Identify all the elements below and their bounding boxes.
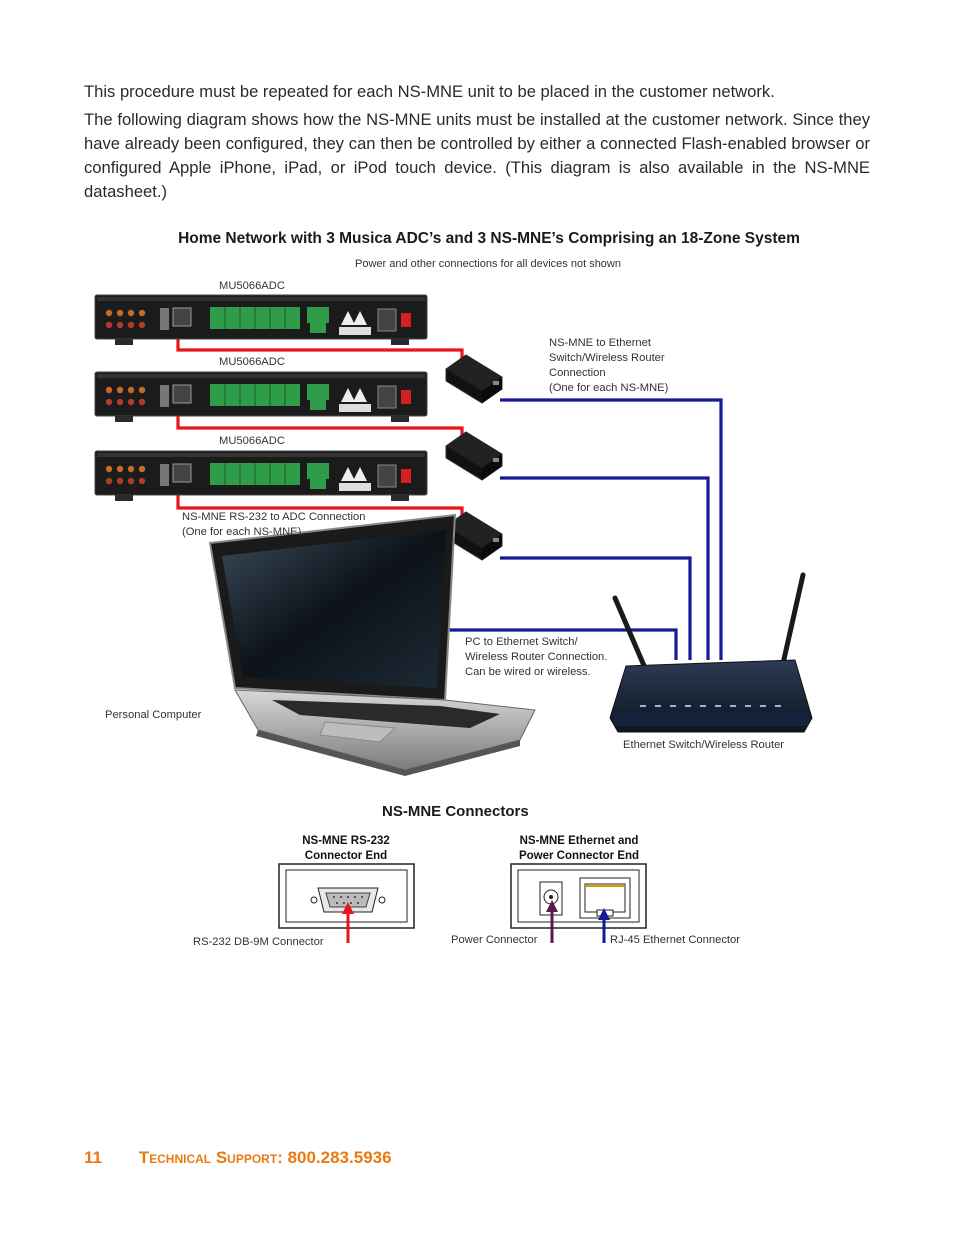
- footer-phone: 800.283.5936: [287, 1148, 392, 1167]
- db9-label: RS-232 DB-9M Connector: [193, 936, 324, 948]
- intro-paragraph: This procedure must be repeated for each…: [84, 82, 775, 101]
- pc-connection-label: PC to Ethernet Switch/ Wireless Router C…: [465, 635, 607, 680]
- adc-label-3: MU5066ADC: [219, 435, 285, 447]
- ethernet-cables: [445, 398, 723, 660]
- page-footer: 11 Technical Support: 800.283.5936: [84, 1148, 392, 1168]
- pc-connection-label-line2: Wireless Router Connection.: [465, 651, 608, 663]
- pc-label: Personal Computer: [105, 709, 202, 721]
- adc-label-2: MU5066ADC: [219, 356, 285, 368]
- rs232-end-title-line1: NS-MNE RS-232: [302, 835, 390, 847]
- diagram-subtitle: Power and other connections for all devi…: [355, 258, 621, 270]
- ethernet-end-title-line2: Power Connector End: [518, 850, 640, 862]
- power-arrow: [546, 900, 558, 943]
- router-label: Ethernet Switch/Wireless Router: [623, 739, 785, 751]
- rs232-cables: [176, 330, 464, 520]
- adc-unit-1: [94, 294, 428, 346]
- rs232-connection-label-line2: (One for each NS-MNE): [182, 526, 302, 538]
- nsmne-unit-1: [445, 354, 503, 404]
- router-image: [609, 572, 813, 733]
- power-connector-label: Power Connector: [451, 934, 538, 946]
- nsmne-ethernet-label-line3: Connection: [549, 367, 606, 379]
- rs232-connection-label-line1: NS-MNE RS-232 to ADC Connection: [182, 511, 366, 523]
- rj45-arrow: [598, 908, 610, 943]
- adc-unit-3: [94, 450, 428, 502]
- rs232-connector-end-image: [278, 863, 415, 929]
- rs232-end-title: NS-MNE RS-232 Connector End: [280, 834, 412, 864]
- pc-connection-label-line1: PC to Ethernet Switch/: [465, 636, 578, 648]
- pc-connection-label-line3: Can be wired or wireless.: [465, 666, 591, 678]
- rs232-connection-label: NS-MNE RS-232 to ADC Connection (One for…: [182, 510, 365, 540]
- diagram-description-paragraph: The following diagram shows how the NS-M…: [84, 110, 870, 201]
- db9-arrow: [342, 902, 354, 943]
- nsmne-ethernet-label-line1: NS-MNE to Ethernet: [549, 337, 651, 349]
- rs232-end-title-line2: Connector End: [304, 850, 388, 862]
- adc-unit-2: [94, 371, 428, 423]
- nsmne-unit-2: [445, 431, 503, 481]
- laptop-image: [208, 513, 536, 776]
- rj45-label: RJ-45 Ethernet Connector: [610, 934, 740, 946]
- adc-label-1: MU5066ADC: [219, 280, 285, 292]
- page-number: 11: [84, 1148, 102, 1167]
- footer-label: Technical Support:: [138, 1148, 283, 1167]
- diagram-title: Home Network with 3 Musica ADC’s and 3 N…: [178, 230, 800, 247]
- nsmne-ethernet-label-line2: Switch/Wireless Router: [549, 352, 665, 364]
- ethernet-end-title-line1: NS-MNE Ethernet and: [519, 835, 639, 847]
- ethernet-power-connector-end-image: [510, 863, 647, 929]
- nsmne-ethernet-label: NS-MNE to Ethernet Switch/Wireless Route…: [549, 336, 668, 396]
- ethernet-end-title: NS-MNE Ethernet and Power Connector End: [500, 834, 658, 864]
- nsmne-ethernet-label-line4: (One for each NS-MNE): [549, 382, 669, 394]
- connectors-title: NS-MNE Connectors: [382, 803, 529, 820]
